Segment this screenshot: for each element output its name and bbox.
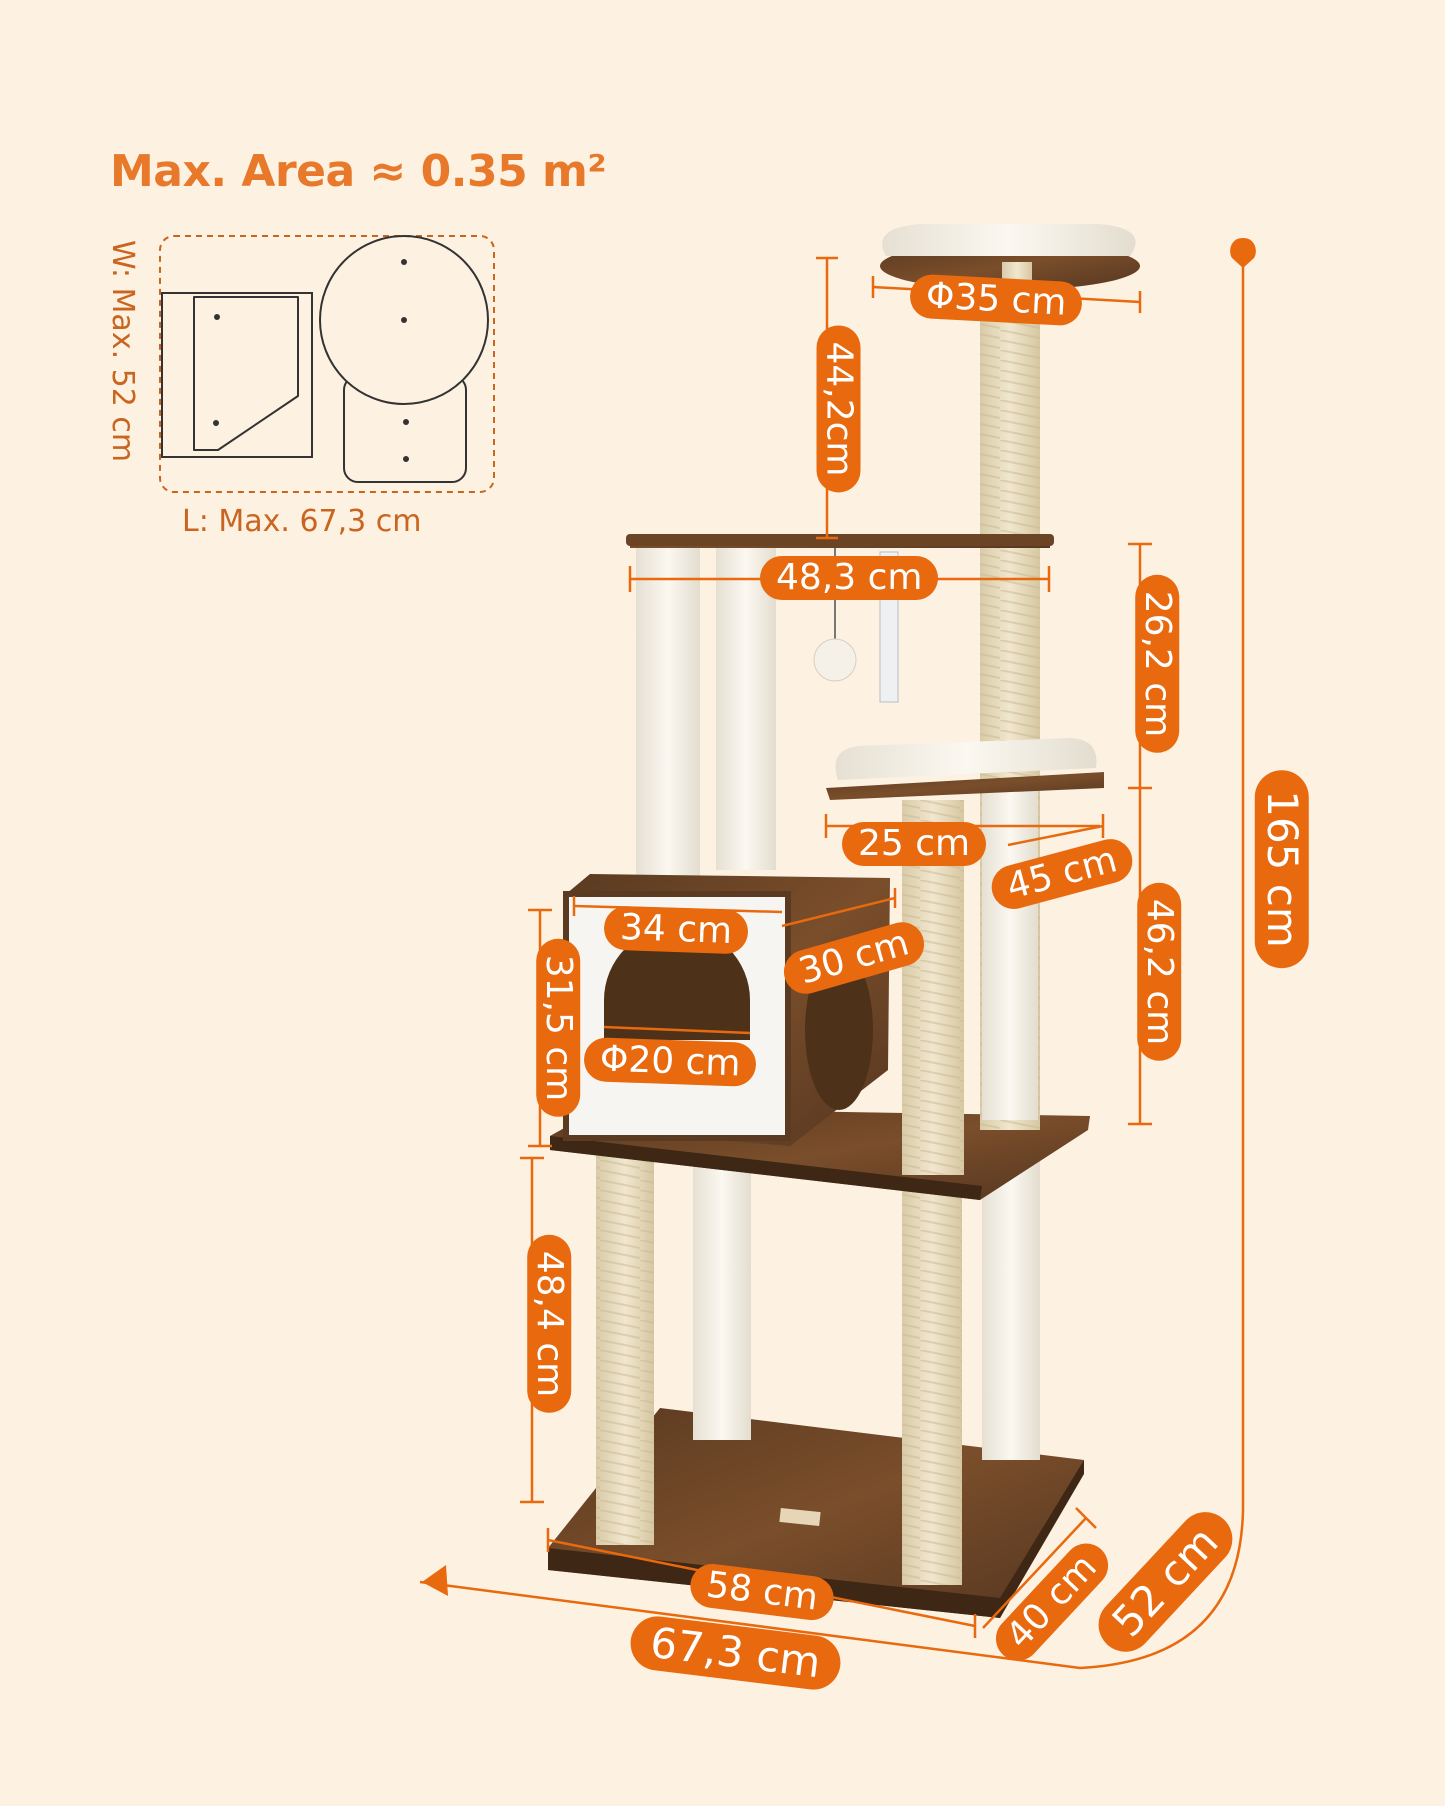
total-dimension-lines (419, 260, 1245, 1670)
footprint-width-label: W: Max. 52 cm (105, 240, 140, 463)
dim-condo-hole-diameter: Φ20 cm (583, 1037, 758, 1087)
dim-right-upper-height: 26,2 cm (1135, 574, 1180, 754)
dim-total-height: 165 cm (1254, 770, 1309, 968)
footprint-length-label: L: Max. 67,3 cm (182, 504, 422, 539)
dim-condo-width: 34 cm (603, 905, 749, 955)
dim-base-post-height: 48,4 cm (527, 1234, 572, 1414)
dim-top-platform-diameter: Φ35 cm (908, 273, 1084, 327)
dim-condo-height: 31,5 cm (536, 938, 581, 1118)
dim-upper-platform-width: 48,3 cm (760, 556, 939, 600)
dim-right-lower-height: 46,2 cm (1137, 882, 1182, 1062)
dim-top-post-height: 44,2cm (816, 325, 861, 493)
footprint-diagram (159, 235, 495, 493)
max-area-title: Max. Area ≈ 0.35 m² (110, 146, 607, 197)
dim-mid-platform-width: 25 cm (842, 822, 987, 866)
arrow-heads (422, 238, 1256, 1596)
